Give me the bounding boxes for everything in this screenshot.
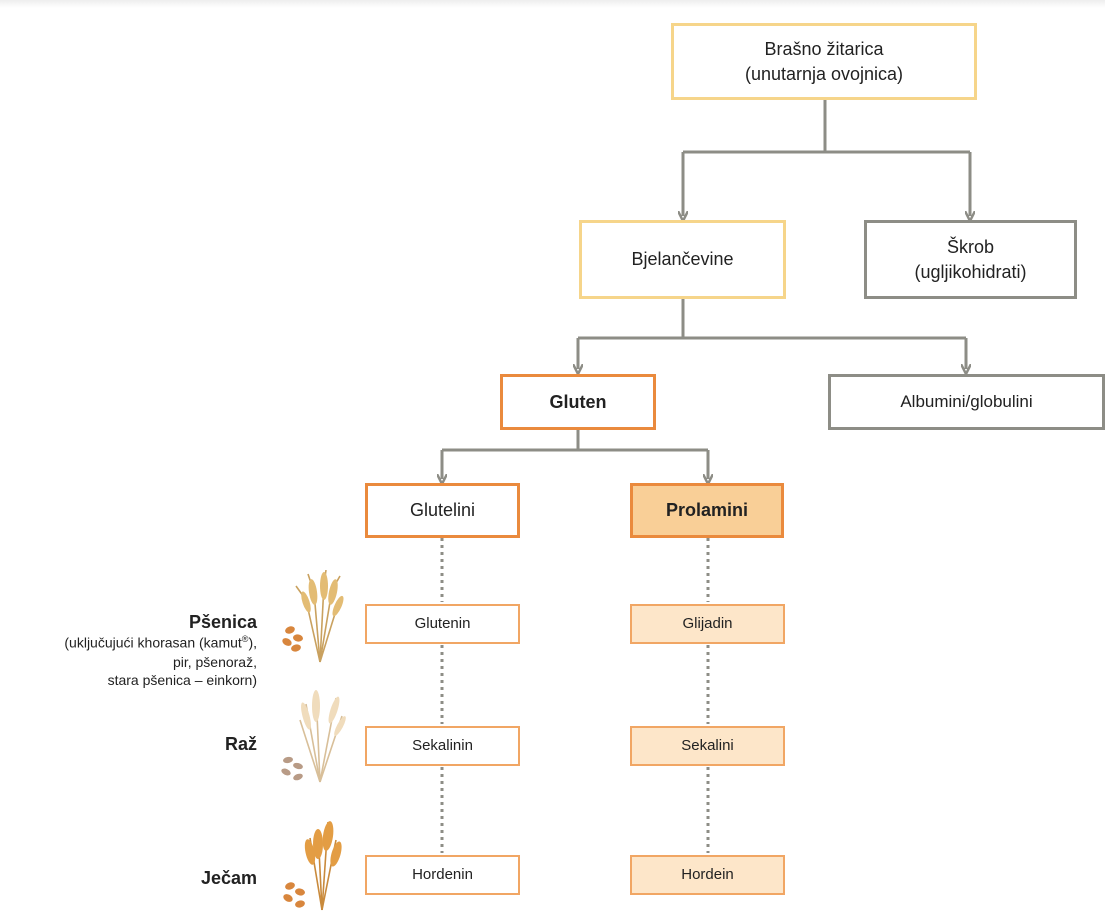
grain-name-rye: Raž (224, 734, 257, 754)
grain-note-wheat-line3: stara pšenica – einkorn) (107, 672, 257, 689)
root-node-line1: Brašno žitarica (764, 39, 884, 60)
node-glutelins: Glutelini (365, 483, 520, 538)
node-proteins: Bjelančevine (579, 220, 786, 299)
grain-label-wheat: Pšenica (uključujući khorasan (kamut®), … (0, 612, 257, 690)
grain-name-wheat: Pšenica (188, 612, 257, 632)
rye-plant-icon (281, 690, 346, 783)
node-hordein-label: Hordein (681, 865, 734, 883)
connector-proteins-to-level3 (578, 298, 966, 340)
node-glutelins-label: Glutelini (409, 500, 476, 521)
grain-name-barley: Ječam (200, 868, 257, 888)
root-node-line2: (unutarnja ovojnica) (744, 63, 904, 84)
node-gluten: Gluten (500, 374, 656, 430)
node-prolamins: Prolamini (630, 483, 784, 538)
node-glutenin-label: Glutenin (414, 614, 471, 632)
node-starch-line1: Škrob (946, 237, 994, 258)
wheat-plant-icon (282, 570, 344, 663)
node-hordenin: Hordenin (365, 855, 520, 895)
node-hordenin-label: Hordenin (412, 865, 473, 883)
node-glutenin: Glutenin (365, 604, 520, 644)
grain-note-wheat-line1: (uključujući khorasan (kamut®), (64, 634, 257, 651)
root-node-cereal-flour: Brašno žitarica (unutarnja ovojnica) (671, 23, 977, 100)
node-albumins-label: Albumini/globulini (900, 391, 1033, 411)
node-glijadin-label: Glijadin (682, 614, 733, 632)
node-gluten-label: Gluten (549, 391, 607, 412)
grain-label-barley: Ječam (0, 868, 257, 889)
connector-root-to-level2 (683, 100, 970, 154)
node-glijadin: Glijadin (630, 604, 785, 644)
node-prolamins-label: Prolamini (665, 500, 749, 521)
node-sekalini: Sekalini (630, 726, 785, 766)
node-sekalini-label: Sekalini (681, 736, 734, 754)
node-albumins-globulins: Albumini/globulini (828, 374, 1105, 430)
barley-plant-icon (283, 821, 342, 911)
grain-note-wheat-line2: pir, pšenoraž, (172, 653, 257, 670)
connector-gluten-to-level4 (442, 429, 708, 452)
node-hordein: Hordein (630, 855, 785, 895)
grain-label-rye: Raž (0, 734, 257, 755)
top-shadow-bar (0, 0, 1105, 8)
node-starch-line2: (ugljikohidrati) (914, 261, 1027, 282)
node-sekalinin: Sekalinin (365, 726, 520, 766)
node-proteins-label: Bjelančevine (631, 249, 734, 270)
node-starch: Škrob (ugljikohidrati) (864, 220, 1077, 299)
node-sekalinin-label: Sekalinin (412, 736, 473, 754)
